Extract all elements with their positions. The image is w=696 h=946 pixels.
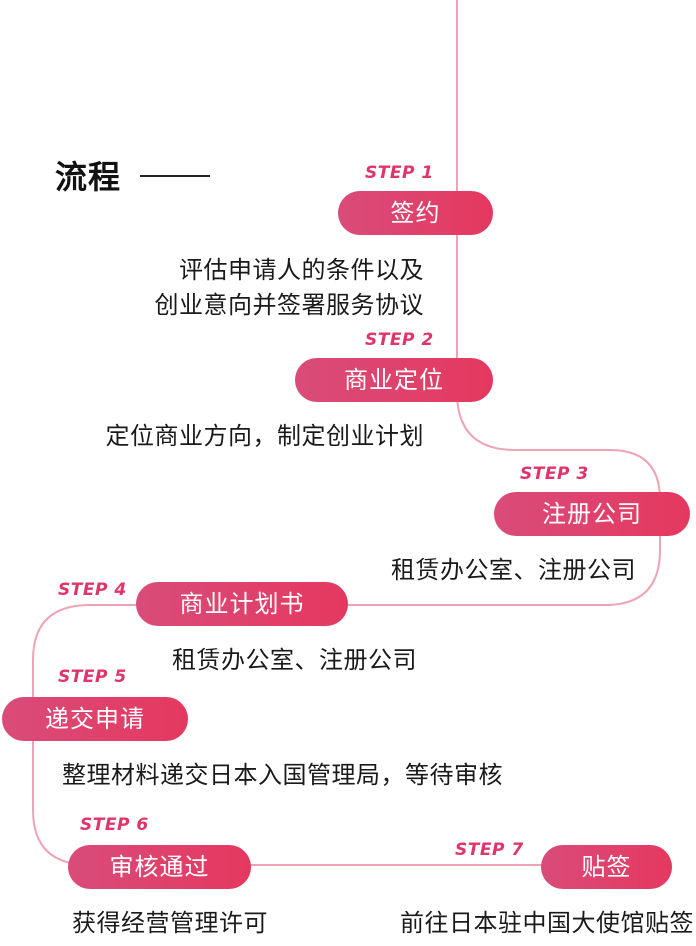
- page-title: 流程: [55, 158, 122, 196]
- step-1-desc-line-2: 创业意向并签署服务协议: [154, 291, 424, 319]
- step-4-desc: 租赁办公室、注册公司: [172, 646, 417, 674]
- step-7-pill: 贴签: [541, 845, 672, 889]
- step-7-desc: 前往日本驻中国大使馆贴签: [400, 909, 694, 937]
- step-5-desc: 整理材料递交日本入国管理局，等待审核: [62, 761, 503, 789]
- step-5-pill: 递交申请: [2, 697, 188, 741]
- step-6-label: STEP 6: [80, 815, 149, 835]
- step-1-pill: 签约: [338, 191, 493, 235]
- step-4-label: STEP 4: [58, 580, 127, 600]
- step-3-desc: 租赁办公室、注册公司: [391, 556, 636, 584]
- step-5-label: STEP 5: [58, 667, 127, 687]
- step-1-label: STEP 1: [365, 163, 434, 183]
- step-2-label: STEP 2: [365, 330, 434, 350]
- step-7-label: STEP 7: [455, 840, 524, 860]
- step-2-desc: 定位商业方向，制定创业计划: [105, 422, 424, 450]
- title-divider: [140, 175, 210, 177]
- step-4-pill: 商业计划书: [136, 582, 348, 626]
- step-3-pill: 注册公司: [494, 492, 690, 536]
- step-6-pill: 审核通过: [68, 845, 251, 889]
- step-6-desc: 获得经营管理许可: [72, 909, 268, 937]
- step-1-desc-line-1: 评估申请人的条件以及: [179, 256, 424, 284]
- step-3-label: STEP 3: [520, 464, 589, 484]
- step-2-pill: 商业定位: [295, 358, 493, 402]
